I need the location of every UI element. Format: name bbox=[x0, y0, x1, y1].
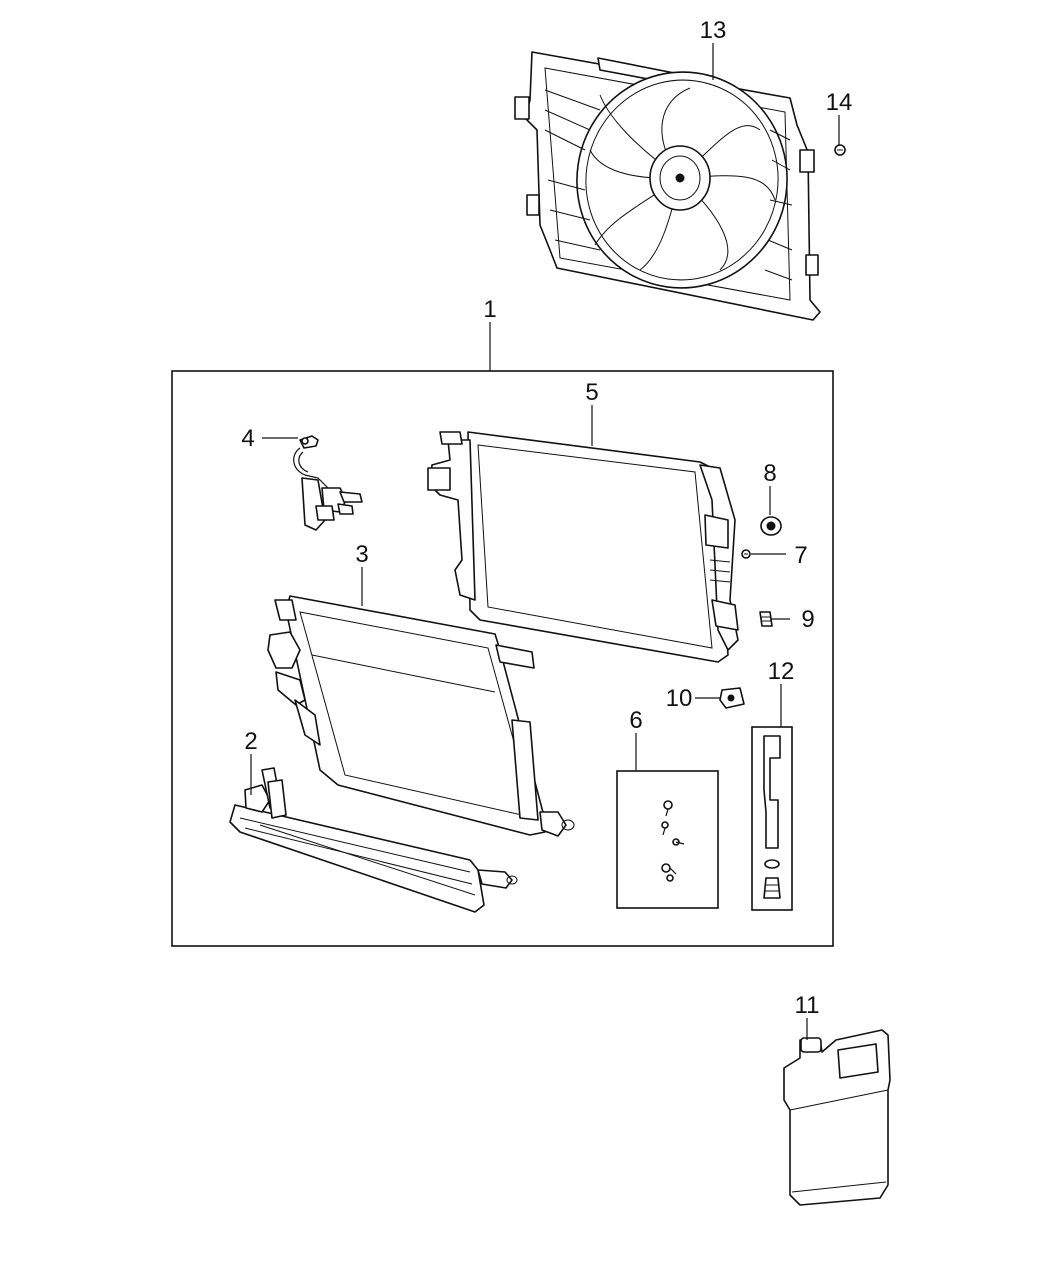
callout-13: 13 bbox=[700, 17, 727, 44]
callout-8: 8 bbox=[763, 460, 776, 487]
callout-14: 14 bbox=[826, 89, 853, 116]
callout-11: 11 bbox=[795, 992, 820, 1019]
callout-labels: 1 13 14 4 5 3 2 8 7 9 10 12 6 11 bbox=[241, 17, 852, 1019]
hose-bracket bbox=[293, 435, 363, 531]
fastener-kit bbox=[616, 770, 719, 909]
callout-12: 12 bbox=[768, 658, 795, 685]
push-pin-clip bbox=[834, 144, 846, 156]
oil-cooler bbox=[229, 767, 518, 913]
callout-7: 7 bbox=[794, 542, 807, 569]
callout-2: 2 bbox=[244, 728, 257, 755]
callout-9: 9 bbox=[801, 606, 814, 633]
callout-5: 5 bbox=[585, 379, 598, 406]
callout-10: 10 bbox=[666, 685, 693, 712]
callout-6: 6 bbox=[629, 707, 642, 734]
radiator-kit-box bbox=[171, 370, 834, 947]
coolant-jug bbox=[783, 1029, 891, 1206]
condenser bbox=[267, 595, 575, 837]
callout-1: 1 bbox=[483, 296, 496, 323]
small-bracket bbox=[719, 687, 745, 709]
radiator bbox=[427, 431, 739, 663]
callout-3: 3 bbox=[355, 541, 368, 568]
drain-kit bbox=[751, 726, 793, 911]
fitting bbox=[759, 611, 773, 627]
leader-lines bbox=[250, 43, 840, 1040]
grommet bbox=[760, 516, 782, 536]
fan-shroud-assembly bbox=[514, 51, 821, 321]
callout-4: 4 bbox=[241, 425, 254, 452]
screw bbox=[741, 549, 751, 559]
